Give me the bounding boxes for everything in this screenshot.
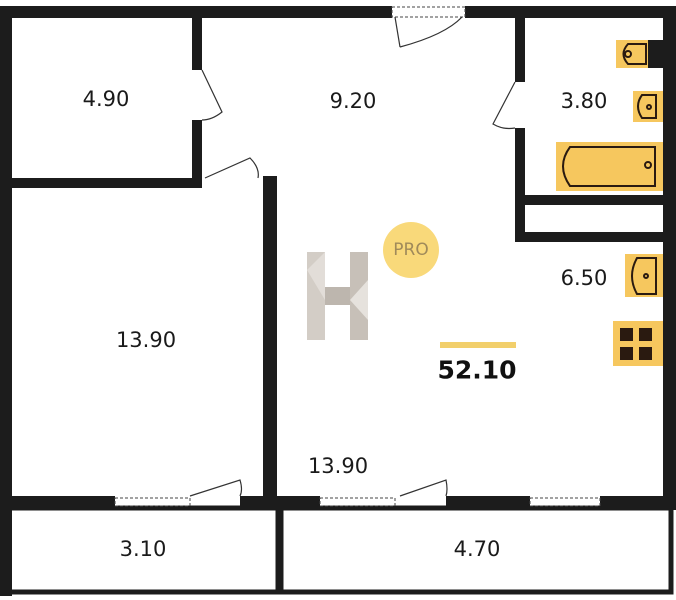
room-area-label: 4.90: [82, 87, 130, 111]
walls: [0, 6, 676, 596]
room-area-label: 3.80: [560, 89, 608, 113]
h-logo: [307, 252, 368, 340]
fixtures: [556, 40, 663, 366]
total-area-accent-bar: [440, 342, 516, 348]
windows: [114, 6, 601, 507]
room-area-label: 9.20: [329, 89, 377, 113]
room-area-label: 3.10: [119, 537, 167, 561]
total-area: 52.10: [437, 355, 517, 385]
doors: [189, 16, 516, 497]
pro-badge: PRO: [383, 222, 439, 278]
room-area-label: 13.90: [307, 454, 369, 478]
room-area-label: 4.70: [453, 537, 501, 561]
room-area-label: 6.50: [560, 266, 608, 290]
room-area-label: 13.90: [115, 328, 177, 352]
